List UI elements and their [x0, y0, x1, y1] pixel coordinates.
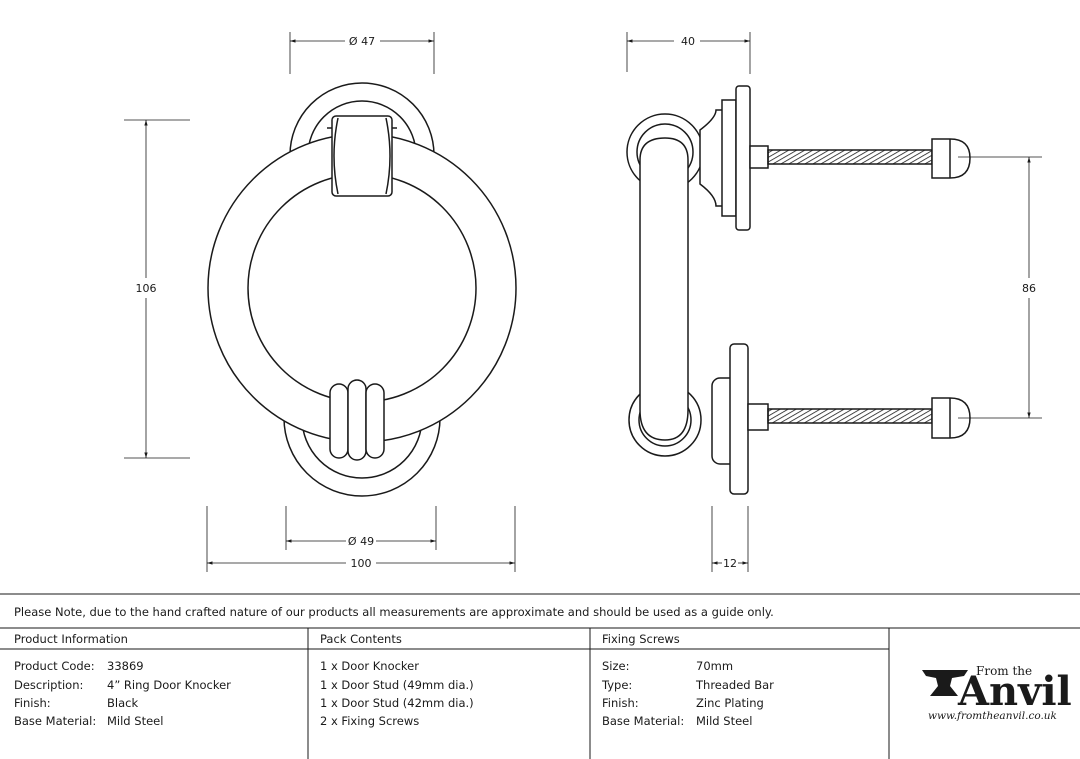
side-top-rose [735, 85, 751, 231]
product-information-heading: Product Information [14, 632, 128, 646]
logo-url: www.fromtheanvil.co.uk [928, 710, 1057, 722]
side-bottom-rose [729, 343, 749, 495]
top-threaded-bar [767, 149, 933, 165]
pack-contents-heading: Pack Contents [320, 632, 402, 646]
pack-item: 1 x Door Stud (49mm dia.) [320, 678, 474, 692]
logo-from-the: From the [976, 664, 1033, 678]
dim-height: 106 [136, 282, 157, 295]
dim-backplate-depth: 12 [723, 557, 737, 570]
top-dome-nut [931, 138, 971, 179]
hinge-right-curve [385, 117, 391, 195]
collar-centre [347, 379, 367, 461]
collar-right [365, 383, 385, 459]
hinge-left-curve [333, 117, 339, 195]
screw-finish-value: Zinc Plating [696, 696, 764, 710]
screw-size-label: Size: [602, 659, 630, 673]
dim-top-diameter: Ø 47 [349, 35, 375, 48]
screw-material-label: Base Material: [602, 714, 685, 728]
finish-value: Black [107, 696, 139, 710]
screw-size-value: 70mm [696, 659, 734, 673]
bottom-threaded-bar [767, 408, 933, 424]
top-stud-collar [749, 145, 769, 169]
screw-type-label: Type: [602, 678, 633, 692]
pack-item: 1 x Door Stud (42mm dia.) [320, 696, 474, 710]
disclaimer-note: Please Note, due to the hand crafted nat… [14, 605, 774, 619]
finish-label: Finish: [14, 696, 51, 710]
description-value: 4” Ring Door Knocker [107, 678, 231, 692]
description-label: Description: [14, 678, 84, 692]
dim-side-depth: 40 [681, 35, 695, 48]
front-view-knocker [207, 82, 517, 497]
product-code-label: Product Code: [14, 659, 95, 673]
screw-type-value: Threaded Bar [696, 678, 774, 692]
side-top-backplate [721, 99, 737, 217]
side-ring-bar [639, 137, 689, 441]
from-the-anvil-logo: From the Anvil www.fromtheanvil.co.uk [918, 660, 1072, 730]
logo-brand: Anvil [958, 668, 1072, 715]
pack-item: 1 x Door Knocker [320, 659, 419, 673]
info-table-frame [0, 593, 1080, 759]
screw-material-value: Mild Steel [696, 714, 753, 728]
fixing-screws-heading: Fixing Screws [602, 632, 680, 646]
screw-finish-label: Finish: [602, 696, 639, 710]
dim-stud-spacing: 86 [1022, 282, 1036, 295]
hinge-block [331, 115, 393, 197]
dim-width: 100 [351, 557, 372, 570]
collar-left [329, 383, 349, 459]
bottom-stud-collar [747, 403, 769, 431]
side-dimensions [626, 32, 1042, 572]
dim-bottom-diameter: Ø 49 [348, 535, 374, 548]
product-code-value: 33869 [107, 659, 144, 673]
pack-item: 2 x Fixing Screws [320, 714, 420, 728]
anvil-icon [922, 670, 968, 696]
base-material-label: Base Material: [14, 714, 97, 728]
side-view-knocker [626, 85, 971, 495]
front-dimensions [124, 32, 516, 572]
base-material-value: Mild Steel [107, 714, 164, 728]
